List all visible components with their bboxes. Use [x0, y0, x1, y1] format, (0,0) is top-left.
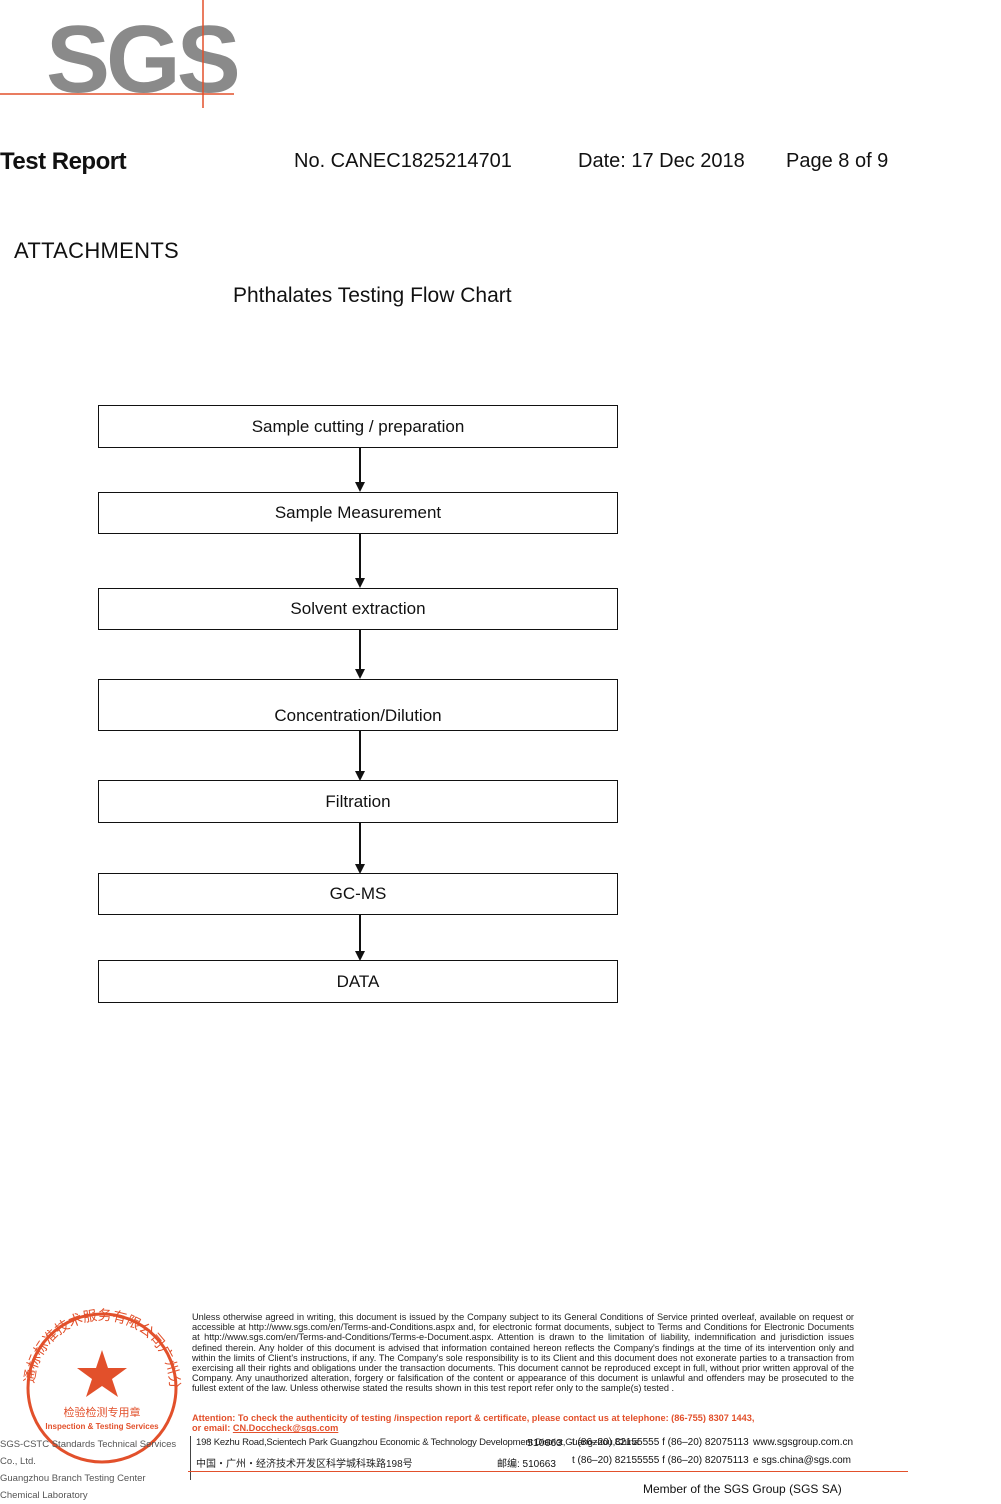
- flow-arrow: [359, 534, 361, 578]
- attention-text: Attention: To check the authenticity of …: [192, 1413, 755, 1423]
- flow-step-concentration-dilution: Concentration/Dilution: [98, 679, 618, 731]
- phone-fax-line: t (86–20) 82155555 f (86–20) 82075113: [572, 1437, 749, 1448]
- flow-arrowhead: [355, 578, 365, 588]
- company-seal-stamp: 通标标准技术服务有限公司广州分公司 检验检测专用章 Inspection & T…: [12, 1308, 182, 1464]
- company-name: SGS-CSTC Standards Technical Services Co…: [0, 1439, 177, 1467]
- legal-disclaimer: Unless otherwise agreed in writing, this…: [192, 1312, 854, 1394]
- address-chinese: 中国・广州・经济技术开发区科学城科珠路198号: [196, 1459, 413, 1470]
- footer-divider: [190, 1436, 191, 1480]
- flow-arrow: [359, 731, 361, 771]
- flow-arrowhead: [355, 669, 365, 679]
- flowchart-title: Phthalates Testing Flow Chart: [233, 284, 512, 307]
- flow-step-sample-measurement: Sample Measurement: [98, 492, 618, 534]
- footer-rule: [188, 1471, 908, 1472]
- flow-arrowhead: [355, 482, 365, 492]
- svg-text:SGS: SGS: [46, 6, 238, 112]
- postcode: 510663: [527, 1437, 563, 1449]
- email-prefix: or email:: [192, 1423, 233, 1434]
- flow-arrow: [359, 630, 361, 669]
- flow-arrow: [359, 448, 361, 482]
- flow-step-solvent-extraction: Solvent extraction: [98, 588, 618, 630]
- phone-fax-line-2: t (86–20) 82155555 f (86–20) 82075113: [572, 1455, 749, 1466]
- section-heading: ATTACHMENTS: [14, 238, 180, 263]
- flow-arrowhead: [355, 864, 365, 874]
- authenticity-notice: Attention: To check the authenticity of …: [192, 1413, 862, 1434]
- flow-arrowhead: [355, 771, 365, 781]
- laboratory-name: Guangzhou Branch Testing Center Chemical…: [0, 1473, 146, 1501]
- company-name-block: SGS-CSTC Standards Technical Services Co…: [0, 1436, 185, 1504]
- flow-arrow: [359, 915, 361, 951]
- member-statement: Member of the SGS Group (SGS SA): [643, 1482, 842, 1496]
- contact-email[interactable]: e sgs.china@sgs.com: [753, 1455, 851, 1466]
- sgs-logo: SGS: [0, 0, 240, 112]
- postcode-chinese: 邮编: 510663: [497, 1459, 556, 1470]
- flow-step-filtration: Filtration: [98, 780, 618, 823]
- svg-text:检验检测专用章: 检验检测专用章: [64, 1405, 141, 1419]
- flow-arrow: [359, 823, 361, 864]
- report-date: Date: 17 Dec 2018: [578, 150, 745, 172]
- page-number: Page 8 of 9: [786, 150, 889, 172]
- flow-arrowhead: [355, 951, 365, 961]
- report-number: No. CANEC1825214701: [294, 150, 512, 172]
- svg-text:Inspection & Testing Services: Inspection & Testing Services: [45, 1422, 159, 1431]
- address-english: 198 Kezhu Road,Scientech Park Guangzhou …: [196, 1437, 639, 1448]
- website-link[interactable]: www.sgsgroup.com.cn: [753, 1437, 854, 1448]
- flow-step-gc-ms: GC-MS: [98, 873, 618, 915]
- flow-step-sample-cutting: Sample cutting / preparation: [98, 405, 618, 448]
- doccheck-email-link[interactable]: CN.Doccheck@sgs.com: [232, 1423, 339, 1434]
- report-title: Test Report: [0, 148, 127, 175]
- flow-step-data: DATA: [98, 960, 618, 1003]
